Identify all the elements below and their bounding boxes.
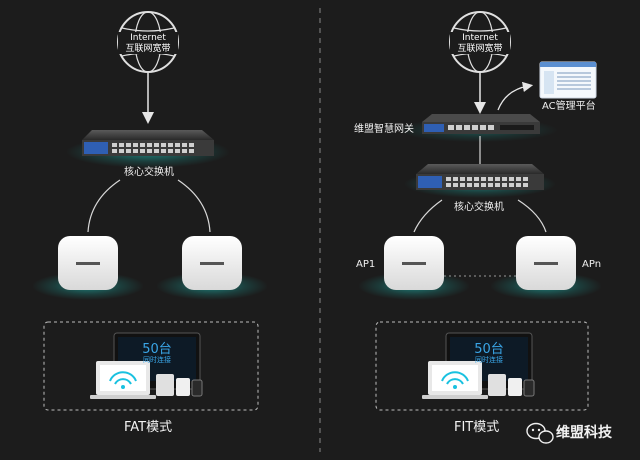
fat-core-switch: [82, 130, 214, 156]
fit-core-switch-label: 核心交换机: [454, 202, 504, 213]
fit-screen-count: 50台: [474, 342, 504, 357]
fit-gateway-label: 维盟智慧网关: [354, 124, 414, 135]
fat-internet-en: Internet: [130, 33, 166, 43]
fat-screen-sub: 同时连接: [143, 356, 171, 364]
fat-internet-globe-icon: [117, 11, 179, 73]
fat-internet-label: Internet 互联网宽带: [113, 33, 183, 55]
fit-internet-globe-icon: [449, 11, 511, 73]
wechat-icon: [526, 422, 554, 444]
fit-clients-box: [375, 321, 589, 411]
fat-core-switch-label: 核心交换机: [124, 167, 174, 178]
fit-core-switch: [416, 164, 544, 190]
fit-link-apn: [517, 199, 547, 233]
fit-gateway-device: [422, 114, 540, 134]
fit-screen-sub: 同时连接: [475, 356, 503, 364]
fat-ap-right: [182, 236, 242, 290]
fat-link-ap-left: [87, 179, 121, 233]
fat-link-ap-right: [177, 179, 211, 233]
fit-apn-label: APn: [582, 259, 602, 270]
fit-mode-label: FIT模式: [454, 420, 500, 435]
fat-screen-count: 50台: [142, 342, 172, 357]
fat-ap-left: [58, 236, 118, 290]
fit-apn: [516, 236, 576, 290]
fit-internet-en: Internet: [462, 33, 498, 43]
fit-gateway-to-ac-arrow: [497, 81, 534, 111]
fat-internet-cn: 互联网宽带: [125, 44, 171, 54]
fit-ap1-label: AP1: [356, 259, 376, 270]
fat-mode-label: FAT模式: [124, 420, 173, 435]
ac-platform-label: AC管理平台: [542, 101, 596, 112]
fit-client-devices: [422, 332, 535, 399]
fit-internet-label: Internet 互联网宽带: [445, 33, 515, 55]
ac-platform-screen-icon: [539, 61, 597, 99]
fat-client-devices: [90, 332, 203, 399]
fat-clients-box: [43, 321, 259, 411]
fit-ap1: [384, 236, 444, 290]
fit-link-ap1: [413, 199, 443, 233]
fit-internet-cn: 互联网宽带: [457, 44, 503, 54]
brand-name: 维盟科技: [556, 425, 612, 441]
